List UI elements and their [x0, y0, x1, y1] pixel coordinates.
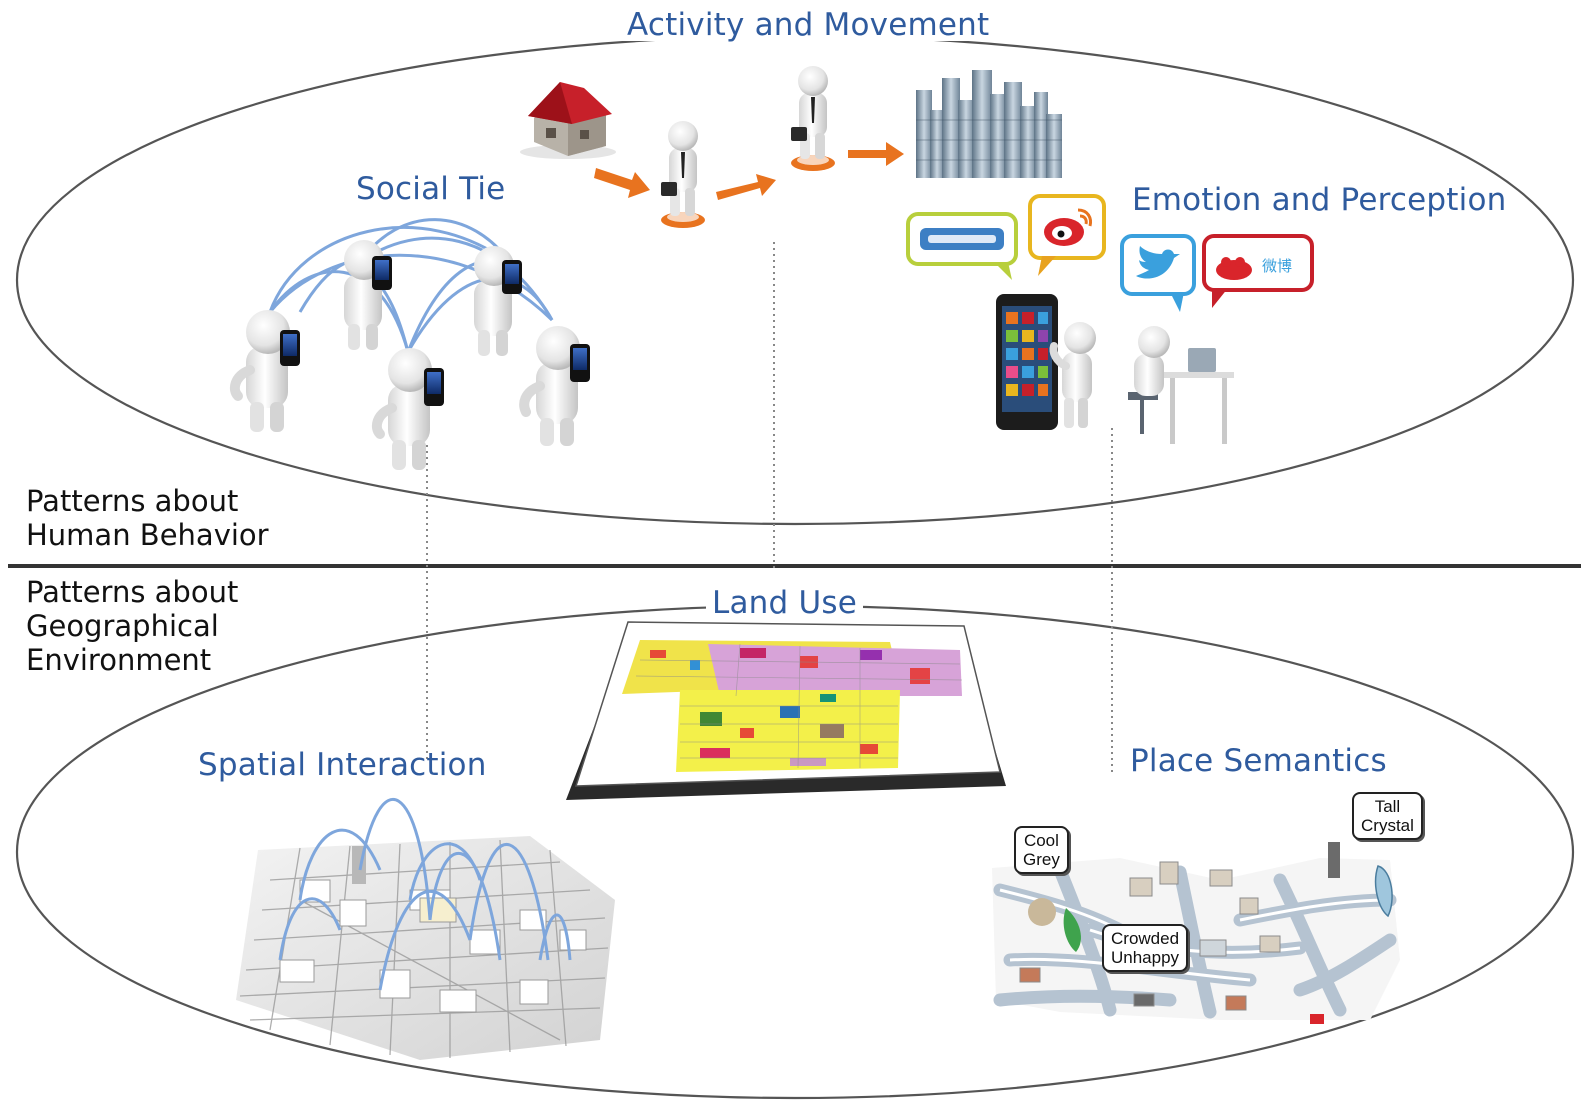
- cool-grey-line1: Cool: [1023, 831, 1059, 850]
- human-behavior-layer-label: Patterns about Human Behavior: [26, 484, 269, 552]
- crowded-line1: Crowded: [1111, 929, 1180, 948]
- social-tie-label: Social Tie: [356, 171, 506, 207]
- spatial-interaction-city-icon: [236, 798, 615, 1060]
- dotted-connectors: [426, 242, 1113, 772]
- tall-crystal-line2: Crystal: [1361, 816, 1414, 835]
- person-on-phone-icon: [519, 326, 590, 446]
- weibo-bubble-icon: [1028, 194, 1106, 276]
- person-on-phone-icon: [344, 240, 392, 350]
- person-touching-phone-icon: [1049, 322, 1096, 428]
- tall-crystal-line1: Tall: [1374, 797, 1401, 816]
- city-buildings-icon: [916, 70, 1062, 178]
- crowded-unhappy-tag: Crowded Unhappy: [1102, 924, 1189, 972]
- person-on-phone-icon: [229, 310, 300, 432]
- spatial-interaction-label: Spatial Interaction: [198, 747, 487, 783]
- person-at-desk-icon: [1128, 326, 1234, 444]
- tall-crystal-tag: Tall Crystal: [1352, 792, 1423, 840]
- arrow-walker-to-walker-icon: [716, 174, 776, 200]
- foursquare-bubble-icon: [906, 212, 1018, 280]
- arrow-house-to-walker-icon: [594, 168, 650, 198]
- human-behavior-label-line2: Human Behavior: [26, 518, 269, 552]
- walking-person-icon: [791, 66, 835, 171]
- human-behavior-label-line1: Patterns about: [26, 484, 239, 518]
- activity-movement-title: Activity and Movement: [621, 10, 996, 41]
- person-on-phone-icon: [474, 246, 522, 356]
- house-icon: [520, 82, 616, 159]
- person-on-phone-icon: [371, 348, 444, 470]
- place-semantics-label: Place Semantics: [1130, 743, 1387, 779]
- jiepang-bubble-icon: [1202, 234, 1314, 308]
- emotion-perception-label: Emotion and Perception: [1132, 182, 1507, 218]
- place-semantics-map-icon: [992, 842, 1400, 1024]
- cool-grey-tag: Cool Grey: [1014, 826, 1069, 874]
- land-use-label: Land Use: [706, 588, 863, 619]
- geo-label-line3: Environment: [26, 643, 212, 677]
- geo-label-line2: Geographical: [26, 609, 219, 643]
- smartphone-icon: [996, 294, 1058, 430]
- land-use-map-icon: [566, 621, 1006, 800]
- geo-label-line1: Patterns about: [26, 575, 239, 609]
- crowded-line2: Unhappy: [1111, 948, 1180, 967]
- cool-grey-line2: Grey: [1023, 850, 1060, 869]
- geographical-environment-layer-label: Patterns about Geographical Environment: [26, 575, 238, 677]
- arrow-walker-to-city-icon: [848, 142, 904, 166]
- twitter-bubble-icon: [1120, 234, 1196, 312]
- human-behavior-ellipse: [15, 34, 1575, 526]
- walking-person-icon: [661, 121, 705, 228]
- weibo-cn-text: 微博: [1262, 257, 1293, 275]
